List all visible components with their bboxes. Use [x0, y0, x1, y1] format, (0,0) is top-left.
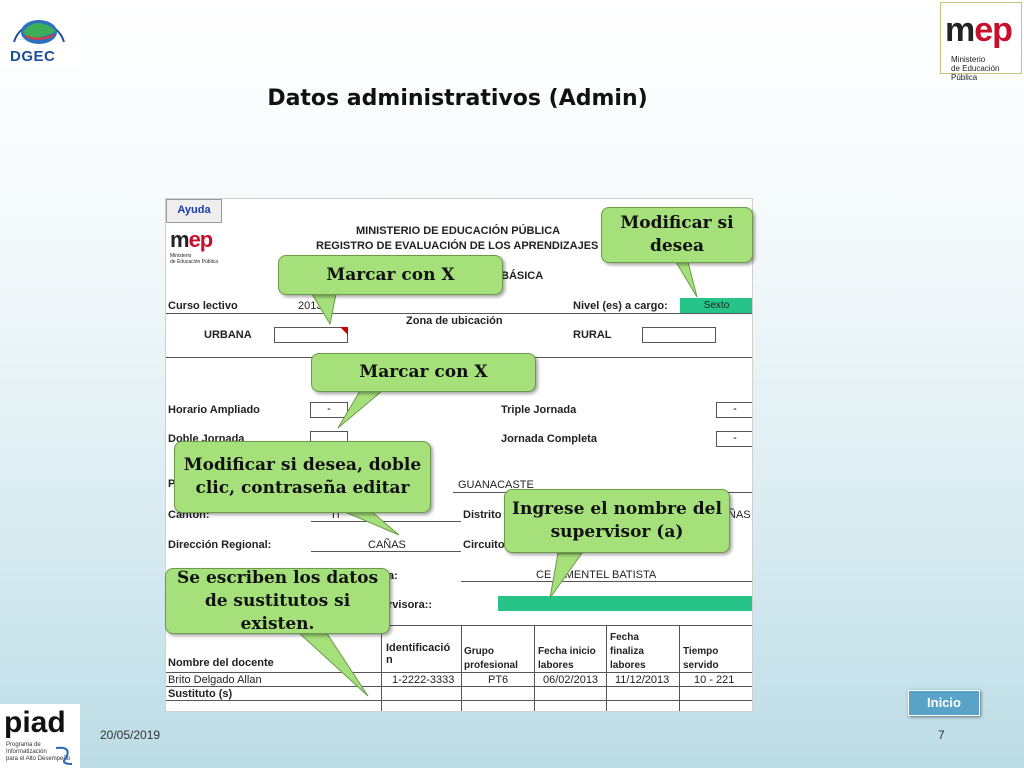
distrito-value: ÑAS [728, 509, 751, 521]
director-value: CE PIMENTEL BATISTA [536, 569, 657, 581]
curso-lectivo-value: 2013 [298, 300, 323, 312]
horario-ampliado-input[interactable]: - [310, 402, 348, 418]
dgec-text: DGEC [10, 48, 56, 65]
table-border [752, 625, 753, 712]
inicio-button[interactable]: Inicio [908, 690, 980, 716]
urbana-input[interactable] [274, 327, 348, 343]
triple-jornada-label: Triple Jornada [501, 404, 577, 416]
page-title: Datos administrativos (Admin) [267, 86, 648, 111]
divider [311, 551, 461, 552]
divider [166, 313, 752, 314]
rural-label: RURAL [573, 329, 612, 341]
row-grupo[interactable]: PT6 [488, 674, 509, 686]
piad-logo-text: piad [4, 706, 66, 739]
callout-ingrese-supervisor: Ingrese el nombre del supervisor (a) [504, 489, 730, 553]
jornada-completa-label: Jornada Completa [501, 433, 597, 445]
divider [311, 521, 461, 522]
divider [752, 313, 753, 357]
table-border [166, 672, 752, 673]
callout-marcar-con-x-1: Marcar con X [278, 255, 503, 295]
nivel-value-cell[interactable]: Sexto [680, 298, 752, 313]
provincia-label: P [168, 478, 176, 490]
callout-sustitutos: Se escriben los datos de sustitutos si e… [165, 568, 390, 634]
direccion-regional-label: Dirección Regional: [168, 539, 272, 551]
footer-page-number: 7 [938, 728, 945, 742]
zona-label: Zona de ubicación [406, 315, 503, 327]
circuito-label: Circuito [463, 539, 505, 551]
canton-value: TI [330, 509, 340, 521]
comment-indicator-icon [340, 327, 348, 335]
ayuda-button[interactable]: Ayuda [166, 199, 222, 223]
curso-lectivo-label: Curso lectivo [168, 300, 238, 312]
callout-marcar-con-x-2: Marcar con X [311, 353, 536, 392]
callout-modificar-doble-clic: Modificar si desea, doble clic, contrase… [174, 441, 431, 513]
jornada-completa-input[interactable]: - [716, 431, 752, 447]
table-border [166, 700, 752, 701]
header-registro: REGISTRO DE EVALUACIÓN DE LOS APRENDIZAJ… [316, 240, 599, 252]
callout-modificar-si-desea: Modificar si desea [601, 207, 753, 263]
header-nombre: Nombre del docente [168, 657, 274, 669]
row-identificacion[interactable]: 1-2222-3333 [392, 674, 455, 686]
table-border [461, 625, 462, 711]
triple-jornada-input[interactable]: - [716, 402, 752, 418]
dgec-emblem-icon [13, 20, 65, 44]
horario-ampliado-label: Horario Ampliado [168, 404, 260, 416]
table-border [606, 625, 607, 711]
row-tiempo[interactable]: 10 - 221 [694, 674, 735, 686]
direccion-regional-value: CAÑAS [368, 539, 406, 551]
divider [461, 581, 752, 582]
director-label: a: [388, 570, 398, 582]
table-border [166, 686, 752, 687]
table-border [679, 625, 680, 711]
nivel-label: Nivel (es) a cargo: [573, 300, 668, 312]
sustituto-label: Sustituto (s) [168, 688, 233, 700]
footer-date: 20/05/2019 [100, 728, 161, 742]
supervisor-label: rvisora:: [388, 599, 433, 611]
provincia-value: GUANACASTE [458, 479, 534, 491]
row-fecha-inicio[interactable]: 06/02/2013 [543, 674, 599, 686]
table-border [381, 625, 382, 711]
distrito-label: Distrito [463, 509, 502, 521]
table-border [534, 625, 535, 711]
urbana-label: URBANA [204, 329, 252, 341]
header-ministerio: MINISTERIO DE EDUCACIÓN PÚBLICA [356, 225, 561, 237]
piad-swirl-icon [55, 746, 73, 765]
mep-logo-mark: mep [945, 11, 1013, 49]
table-border [381, 625, 752, 626]
supervisor-input[interactable] [498, 596, 752, 611]
row-nombre[interactable]: Brito Delgado Allan [168, 674, 262, 686]
dgec-logo: DGEC [0, 0, 80, 68]
row-fecha-finaliza[interactable]: 11/12/2013 [615, 674, 670, 686]
nivel-value: Sexto [703, 300, 730, 311]
rural-input[interactable] [642, 327, 716, 343]
header-basica: BÁSICA [501, 270, 544, 282]
